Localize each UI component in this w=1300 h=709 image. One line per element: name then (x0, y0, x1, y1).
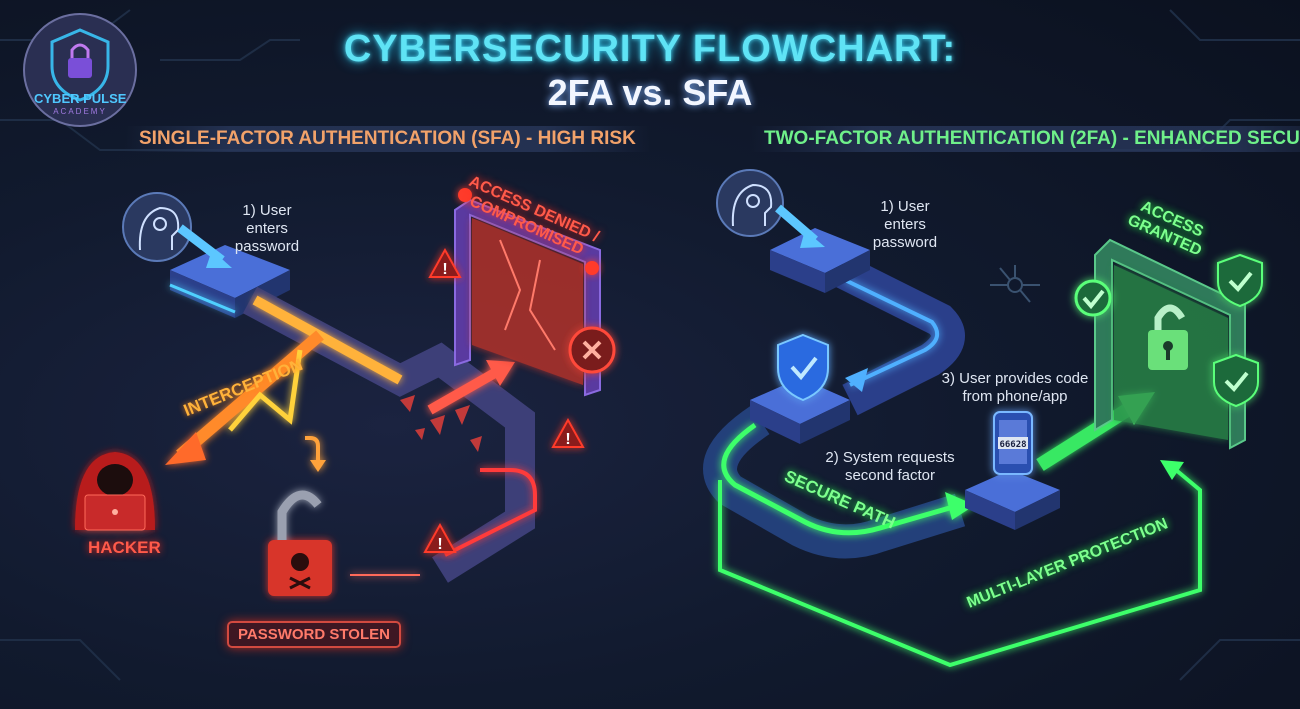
sfa-step-1: 1) User enters password (234, 202, 300, 255)
svg-text:!: ! (442, 261, 447, 278)
tfa-step-2: 2) System requests second factor (825, 449, 955, 484)
access-denied-gate (454, 188, 601, 397)
logo (23, 13, 137, 127)
page-title: CYBERSECURITY FLOWCHART: (343, 28, 957, 70)
shield-icon (50, 28, 110, 102)
shield-check-icon (1213, 353, 1259, 408)
shield-check-icon (777, 333, 829, 402)
tfa-step-1: 1) User enters password (872, 198, 938, 251)
network-node-icon (990, 265, 1040, 303)
password-stolen-badge: PASSWORD STOLEN (227, 621, 401, 648)
phone-code: 66628 (999, 440, 1026, 450)
tfa-phone-block (965, 470, 1060, 530)
warning-icon: ! (551, 417, 585, 448)
sfa-user-head-icon (122, 192, 192, 262)
arrow-icon (206, 250, 232, 268)
x-circle-icon (568, 326, 616, 374)
sfa-header: SINGLE-FACTOR AUTHENTICATION (SFA) - HIG… (125, 126, 650, 152)
tfa-header: TWO-FACTOR AUTHENTICATION (2FA) - ENHANC… (750, 126, 1300, 152)
svg-text:!: ! (565, 431, 570, 448)
page-subtitle: 2FA vs. SFA (547, 72, 753, 113)
tfa-user-head-icon (716, 169, 784, 237)
hacker-icon (75, 452, 155, 531)
broken-shards (400, 395, 482, 452)
tfa-password-block (770, 204, 870, 293)
tfa-step-3: 3) User provides code from phone/app (941, 370, 1089, 405)
shield-check-icon (1217, 253, 1263, 308)
logo-subtitle: ACADEMY (53, 107, 107, 116)
access-granted-gate (1094, 238, 1246, 450)
check-circle-icon (1074, 279, 1112, 317)
logo-name: CYBER PULSE (34, 91, 127, 106)
svg-text:!: ! (437, 536, 442, 553)
broken-lock-icon (268, 490, 420, 596)
hacker-label: HACKER (88, 538, 161, 557)
lock-icon (68, 58, 92, 78)
phone-icon: 66628 (993, 411, 1033, 475)
tfa-system-block (750, 378, 850, 444)
interception-arrows (165, 295, 515, 472)
arrow-icon (800, 230, 825, 248)
tfa-secure-track (703, 254, 1202, 668)
warning-icon: ! (428, 247, 462, 278)
warning-icon: ! (423, 522, 457, 553)
